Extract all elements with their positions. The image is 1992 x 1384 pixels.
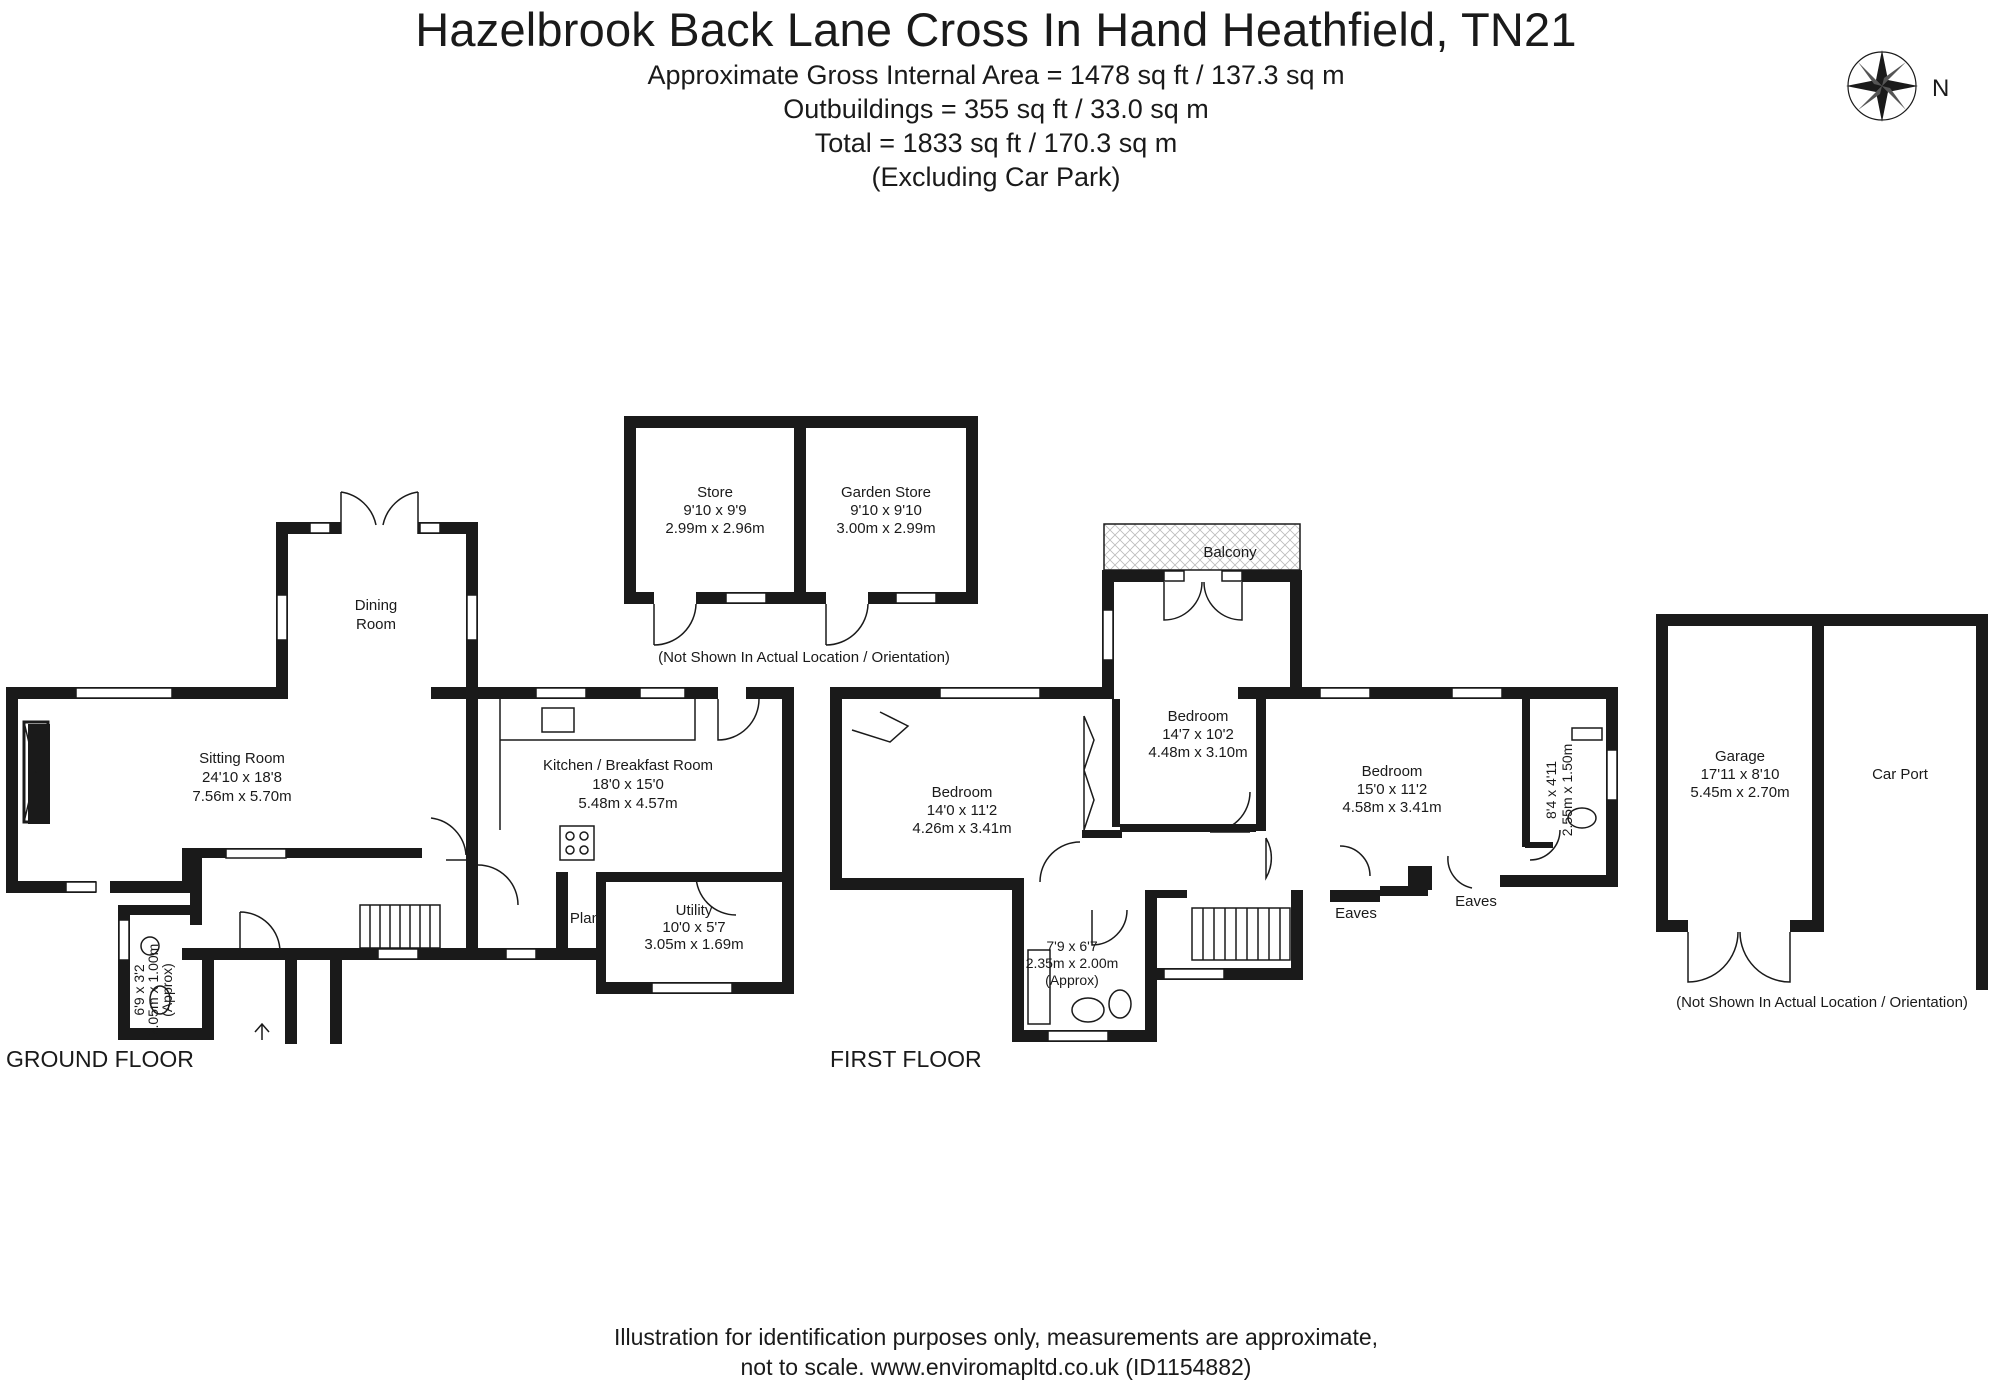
bedroom-left-name: Bedroom <box>932 784 993 801</box>
car-port-name: Car Port <box>1872 766 1929 783</box>
garage-name: Garage <box>1715 748 1765 765</box>
plan-header: Hazelbrook Back Lane Cross In Hand Heath… <box>0 0 1992 194</box>
ground-stairs <box>359 904 441 949</box>
bathroom-imperial: 7'9 x 6'7 <box>1046 938 1097 954</box>
garage-location-note: (Not Shown In Actual Location / Orientat… <box>1676 994 1968 1011</box>
bathroom-metric: 2.35m x 2.00m <box>1026 955 1119 971</box>
garage-outbuilding <box>1656 614 1988 990</box>
plant-room-name: Plant <box>570 910 605 927</box>
store-location-note: (Not Shown In Actual Location / Orientat… <box>658 649 950 666</box>
bathroom-approx: (Approx) <box>1045 972 1099 988</box>
sitting-room-name: Sitting Room <box>199 750 285 767</box>
page-title: Hazelbrook Back Lane Cross In Hand Heath… <box>415 3 1577 56</box>
disclaimer-line-2: not to scale. www.enviromapltd.co.uk (ID… <box>740 1354 1252 1380</box>
excluding-note: (Excluding Car Park) <box>871 162 1121 192</box>
ground-floor-walls <box>6 491 794 1044</box>
bedroom-left-imperial: 14'0 x 11'2 <box>927 802 998 819</box>
bedroom-mid-metric: 4.48m x 3.10m <box>1148 744 1247 761</box>
dining-room-name-2: Room <box>356 616 396 633</box>
bedroom-mid-name: Bedroom <box>1168 708 1229 725</box>
first-floor-stairs <box>1191 907 1291 961</box>
sitting-room-metric: 7.56m x 5.70m <box>192 788 291 805</box>
balcony-label: Balcony <box>1203 544 1257 561</box>
sitting-room-imperial: 24'10 x 18'8 <box>202 769 282 786</box>
gross-area-line: Approximate Gross Internal Area = 1478 s… <box>647 60 1345 90</box>
bedroom-right-metric: 4.58m x 3.41m <box>1342 799 1441 816</box>
store-outbuildings <box>624 416 978 646</box>
wc-metric: 2.05m x 1.00m <box>145 944 161 1037</box>
first-floor-walls <box>830 523 1618 1042</box>
utility-imperial: 10'0 x 5'7 <box>662 919 725 936</box>
ground-floor-label: GROUND FLOOR <box>6 1046 194 1072</box>
kitchen-metric: 5.48m x 4.57m <box>578 795 677 812</box>
bedroom-right-imperial: 15'0 x 11'2 <box>1357 781 1428 798</box>
disclaimer-line-1: Illustration for identification purposes… <box>613 1324 1379 1350</box>
compass-north-label: N <box>1932 75 1949 102</box>
ensuite-imperial: 8'4 x 4'11 <box>1543 761 1559 819</box>
total-area-line: Total = 1833 sq ft / 170.3 sq m <box>814 128 1178 158</box>
store-name: Store <box>697 484 733 501</box>
wc-label: 6'9 x 3'2 2.05m x 1.00m (Approx) <box>131 944 175 1037</box>
eaves-left-label: Eaves <box>1335 905 1377 922</box>
wc-imperial: 6'9 x 3'2 <box>131 964 147 1015</box>
utility-metric: 3.05m x 1.69m <box>644 936 743 953</box>
garden-store-name: Garden Store <box>841 484 931 501</box>
compass-rose-icon: N <box>1846 50 1949 122</box>
kitchen-name: Kitchen / Breakfast Room <box>543 757 713 774</box>
outbuildings-area-line: Outbuildings = 355 sq ft / 33.0 sq m <box>783 94 1209 124</box>
garden-store-metric: 3.00m x 2.99m <box>836 520 935 537</box>
bedroom-right-name: Bedroom <box>1362 763 1423 780</box>
store-metric: 2.99m x 2.96m <box>665 520 764 537</box>
garden-store-imperial: 9'10 x 9'10 <box>850 502 922 519</box>
dining-room-name-1: Dining <box>355 597 398 614</box>
bedroom-mid-imperial: 14'7 x 10'2 <box>1162 726 1234 743</box>
garage-imperial: 17'11 x 8'10 <box>1701 766 1780 783</box>
wc-approx: (Approx) <box>159 963 175 1017</box>
ensuite-metric: 2.55m x 1.50m <box>1559 744 1575 837</box>
utility-name: Utility <box>676 902 713 919</box>
disclaimer-footer: Illustration for identification purposes… <box>0 1322 1992 1382</box>
first-floor-label: FIRST FLOOR <box>830 1046 982 1072</box>
eaves-right-label: Eaves <box>1455 893 1497 910</box>
garage-metric: 5.45m x 2.70m <box>1690 784 1789 801</box>
kitchen-imperial: 18'0 x 15'0 <box>592 776 664 793</box>
store-imperial: 9'10 x 9'9 <box>683 502 746 519</box>
bedroom-left-metric: 4.26m x 3.41m <box>912 820 1011 837</box>
ensuite-label: 8'4 x 4'11 2.55m x 1.50m <box>1543 744 1575 837</box>
